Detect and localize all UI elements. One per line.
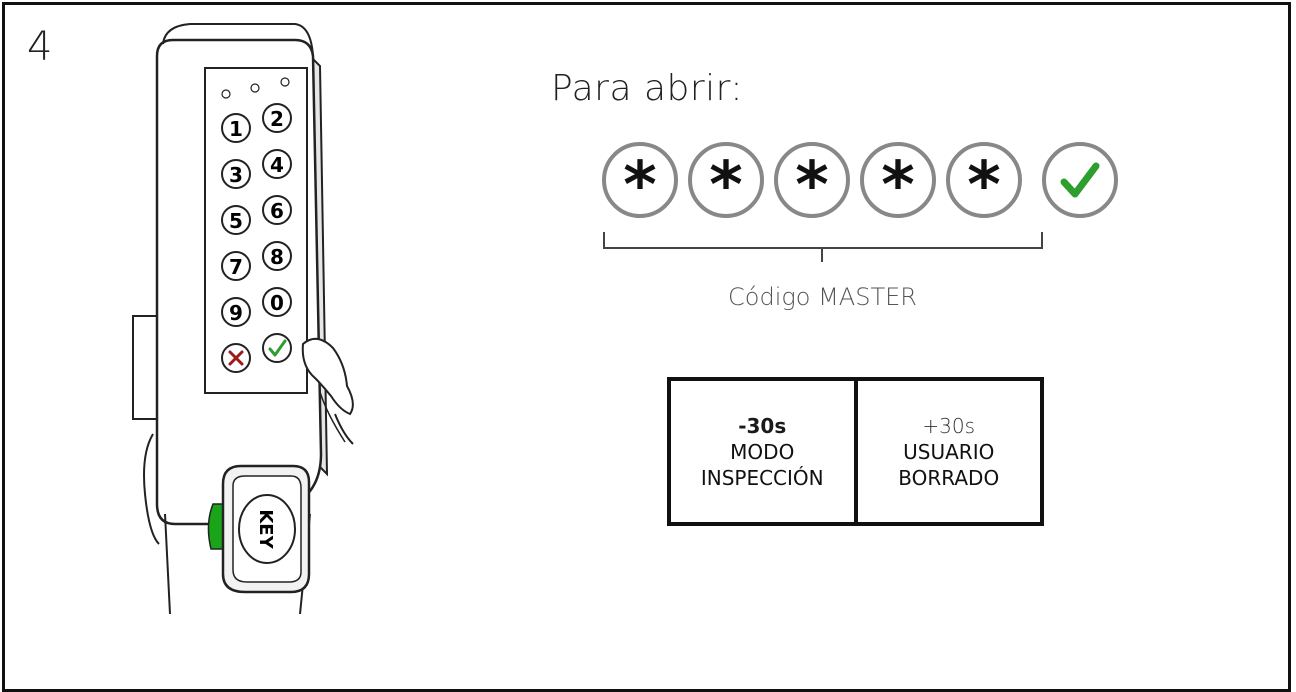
svg-text:8: 8 xyxy=(270,245,284,269)
checkmark-icon xyxy=(1042,142,1118,218)
mode-time: +30s xyxy=(922,413,976,438)
asterisk-key: * xyxy=(602,142,678,220)
led-3 xyxy=(280,77,290,87)
mode-name-line: INSPECCIÓN xyxy=(700,465,824,490)
code-key-sequence: * * * * * xyxy=(602,142,1022,220)
mode-time: -30s xyxy=(738,413,787,438)
asterisk-key: * xyxy=(860,142,936,220)
mode-name-line: MODO xyxy=(730,439,795,464)
keypad-key: 0 xyxy=(262,287,292,317)
keypad-key: 9 xyxy=(221,297,251,327)
mode-inspection: -30s MODO INSPECCIÓN xyxy=(671,381,854,522)
master-code-label: Código MASTER xyxy=(728,283,917,311)
mode-table: -30s MODO INSPECCIÓN +30s USUARIO BORRAD… xyxy=(667,377,1044,526)
svg-text:3: 3 xyxy=(229,163,243,187)
keypad-key: 1 xyxy=(221,113,251,143)
checkmark-icon xyxy=(262,333,292,363)
asterisk-key: * xyxy=(688,142,764,220)
lock-knob: KEY xyxy=(221,464,311,594)
svg-text:0: 0 xyxy=(270,291,284,315)
finger-icon xyxy=(301,337,354,416)
svg-text:*: * xyxy=(795,149,828,220)
led-2 xyxy=(250,83,260,93)
svg-text:9: 9 xyxy=(229,301,243,325)
lock-illustration: 1 2 3 4 5 6 7 8 9 0 KEY xyxy=(132,23,354,614)
keypad-key: 5 xyxy=(221,205,251,235)
led-1 xyxy=(221,89,231,99)
brand-logo: KEY xyxy=(255,509,276,549)
svg-text:2: 2 xyxy=(270,107,284,131)
keypad-key: 2 xyxy=(262,103,292,133)
mode-user-deleted: +30s USUARIO BORRADO xyxy=(853,381,1041,522)
svg-text:7: 7 xyxy=(229,255,243,279)
svg-text:1: 1 xyxy=(229,117,243,141)
svg-text:4: 4 xyxy=(270,153,284,177)
keypad-key: 3 xyxy=(221,159,251,189)
svg-text:*: * xyxy=(709,149,742,220)
cross-icon xyxy=(221,343,251,373)
asterisk-key: * xyxy=(774,142,850,220)
mode-name-line: BORRADO xyxy=(898,465,1000,490)
keypad-key: 6 xyxy=(262,195,292,225)
svg-text:*: * xyxy=(623,149,656,220)
svg-text:5: 5 xyxy=(229,209,243,233)
svg-text:*: * xyxy=(967,149,1000,220)
code-brace xyxy=(603,232,1043,262)
svg-text:6: 6 xyxy=(270,199,284,223)
step-number: 4 xyxy=(27,24,53,70)
keypad-key: 7 xyxy=(221,251,251,281)
keypad-key: 4 xyxy=(262,149,292,179)
asterisk-key: * xyxy=(946,142,1022,220)
instruction-heading: Para abrir: xyxy=(551,68,743,109)
keypad-key: 8 xyxy=(262,241,292,271)
mode-name-line: USUARIO xyxy=(903,439,995,464)
svg-text:*: * xyxy=(881,149,914,220)
